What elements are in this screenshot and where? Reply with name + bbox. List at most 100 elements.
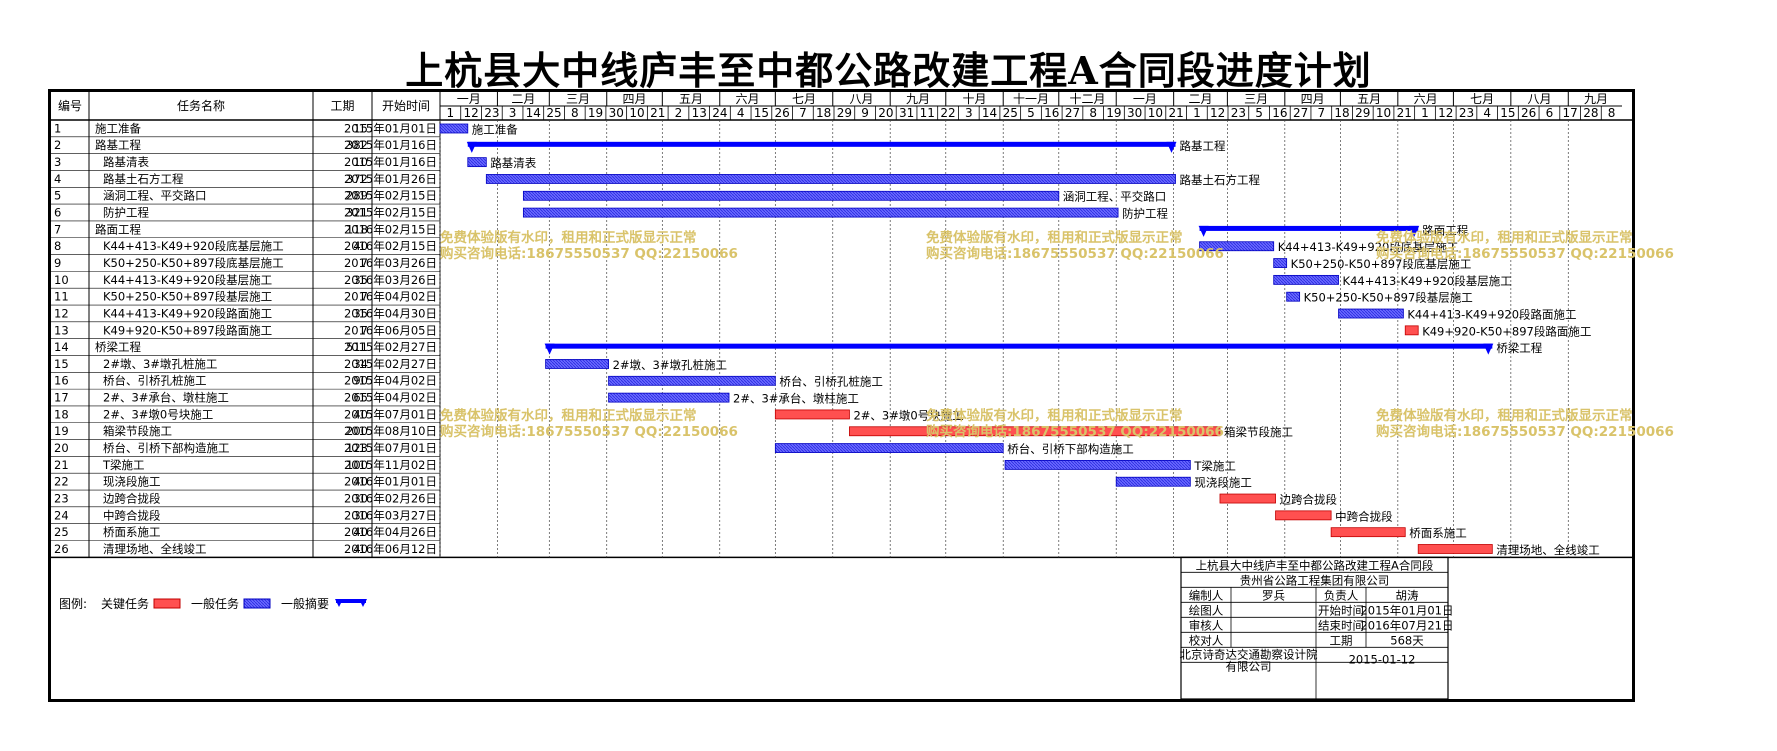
legend-summary-swatch — [336, 599, 366, 603]
info-designer: 北京诗奇达交通勘察设计院 — [1180, 647, 1318, 661]
day-label: 10 — [1148, 106, 1163, 120]
task-start: 2015年07月01日 — [344, 407, 437, 421]
info-cell: 2015年01月01日 — [1360, 603, 1453, 617]
day-label: 12 — [463, 106, 478, 120]
day-label: 25 — [1003, 106, 1018, 120]
task-start: 2016年04月02日 — [344, 290, 437, 304]
watermark-line2: 购买咨询电话:18675550537 QQ:22150066 — [440, 245, 738, 262]
info-cell: 结束时间 — [1318, 618, 1364, 632]
day-label: 25 — [546, 106, 561, 120]
task-duration: 40 — [353, 407, 368, 421]
watermark-line2: 购买咨询电话:18675550537 QQ:22150066 — [1376, 245, 1674, 262]
task-id: 14 — [54, 340, 69, 354]
month-label: 八月 — [849, 92, 873, 106]
task-duration: 34 — [353, 357, 368, 371]
info-block: 上杭县大中线庐丰至中都公路改建工程A合同段贵州省公路工程集团有限公司编制人罗兵负… — [1180, 556, 1454, 700]
summary-start-marker — [1198, 225, 1209, 237]
task-name: 桥面系施工 — [103, 525, 161, 539]
watermark-line1: 免费体验版有水印，租用和正式版显示正常 — [1376, 229, 1633, 246]
info-date: 2015-01-12 — [1349, 652, 1416, 666]
summary-end-marker — [1166, 141, 1177, 153]
bar-label: 路基工程 — [1180, 139, 1226, 153]
month-label: 四月 — [1301, 92, 1325, 106]
task-duration: 7 — [361, 290, 368, 304]
day-label: 31 — [899, 106, 914, 120]
task-bar — [485, 174, 1176, 184]
bar-label: 路面工程 — [1422, 223, 1468, 237]
bar-label: 中跨合拢段 — [1335, 509, 1393, 523]
bar-label: K44+413-K49+920段底基层施工 — [1278, 240, 1459, 254]
month-label: 三月 — [1244, 92, 1268, 106]
task-name: 防护工程 — [103, 206, 149, 220]
summary-end-marker — [1483, 343, 1494, 355]
task-id: 2 — [54, 138, 61, 152]
critical-task-bar — [1404, 325, 1419, 336]
task-name: 路面工程 — [95, 222, 141, 236]
task-id: 8 — [54, 239, 61, 253]
day-label: 4 — [737, 106, 745, 120]
task-start: 2016年04月30日 — [344, 306, 437, 320]
bar-label: K44+413-K49+920段基层施工 — [1343, 274, 1512, 288]
task-bar — [1115, 476, 1191, 487]
day-label: 7 — [799, 106, 807, 120]
task-bar — [1286, 291, 1301, 302]
task-name: K44+413-K49+920段底基层施工 — [103, 239, 284, 253]
summary-bar — [1199, 225, 1419, 231]
month-label: 六月 — [1414, 92, 1438, 106]
month-label: 五月 — [1357, 92, 1381, 106]
bar-label: K44+413-K49+920段路面施工 — [1407, 307, 1576, 321]
bar-label: 桥面系施工 — [1409, 526, 1467, 540]
task-start: 2015年11月02日 — [344, 458, 437, 472]
task-duration: 100 — [346, 458, 368, 472]
bar-label: 桥梁工程 — [1496, 341, 1542, 355]
task-id: 17 — [54, 391, 69, 405]
day-label: 3 — [965, 106, 973, 120]
day-label: 14 — [526, 106, 541, 120]
task-duration: 7 — [361, 256, 368, 270]
task-name: 桥梁工程 — [95, 340, 141, 354]
task-start: 2016年02月15日 — [344, 222, 437, 236]
month-label: 一月 — [1133, 92, 1157, 106]
info-cell: 2016年07月21日 — [1360, 618, 1453, 632]
task-start: 2016年03月26日 — [344, 273, 437, 287]
task-name: 2#墩、3#墩孔桩施工 — [103, 357, 217, 371]
legend-normal-swatch — [243, 598, 271, 609]
info-project: 上杭县大中线庐丰至中都公路改建工程A合同段 — [1196, 558, 1434, 572]
task-bar — [1273, 274, 1339, 285]
day-label: 16 — [1272, 106, 1287, 120]
day-label: 27 — [1293, 106, 1308, 120]
task-bar — [1273, 258, 1288, 268]
day-label: 28 — [1583, 106, 1598, 120]
task-id: 15 — [54, 357, 69, 371]
watermark-line2: 购买咨询电话:18675550537 QQ:22150066 — [926, 245, 1224, 262]
gantt-bars: 施工准备路基工程路基清表路基土石方工程涵洞工程、平交路口防护工程路面工程K44+… — [439, 122, 1600, 557]
bar-label: 路基清表 — [490, 156, 536, 170]
task-id: 9 — [54, 256, 61, 270]
month-label: 十二月 — [1069, 92, 1105, 106]
task-start: 2015年04月02日 — [344, 391, 437, 405]
task-start: 2016年06月12日 — [344, 542, 437, 556]
month-label: 六月 — [736, 92, 760, 106]
month-label: 一月 — [457, 92, 481, 106]
task-duration: 30 — [353, 491, 368, 505]
task-name: 施工准备 — [95, 121, 141, 135]
info-cell: 开始时间 — [1318, 603, 1364, 617]
info-cell: 胡涛 — [1396, 588, 1419, 602]
day-label: 1 — [1193, 106, 1201, 120]
task-start: 2016年06月05日 — [344, 323, 437, 337]
task-name: K44+413-K49+920段基层施工 — [103, 273, 272, 287]
bar-label: 现浇段施工 — [1194, 476, 1252, 490]
task-name: 桥台、引桥孔桩施工 — [103, 374, 207, 388]
day-label: 21 — [650, 106, 665, 120]
task-name: K50+250-K50+897段底基层施工 — [103, 256, 284, 270]
day-label: 5 — [1027, 106, 1035, 120]
task-id: 3 — [54, 155, 61, 169]
day-label: 26 — [775, 106, 790, 120]
table-header-3: 开始时间 — [382, 99, 430, 113]
task-id: 4 — [54, 172, 61, 186]
day-label: 14 — [982, 106, 997, 120]
task-name: 边跨合拢段 — [103, 491, 161, 505]
day-label: 17 — [1563, 106, 1578, 120]
info-cell: 568天 — [1390, 633, 1424, 647]
task-start: 2015年02月15日 — [344, 206, 437, 220]
